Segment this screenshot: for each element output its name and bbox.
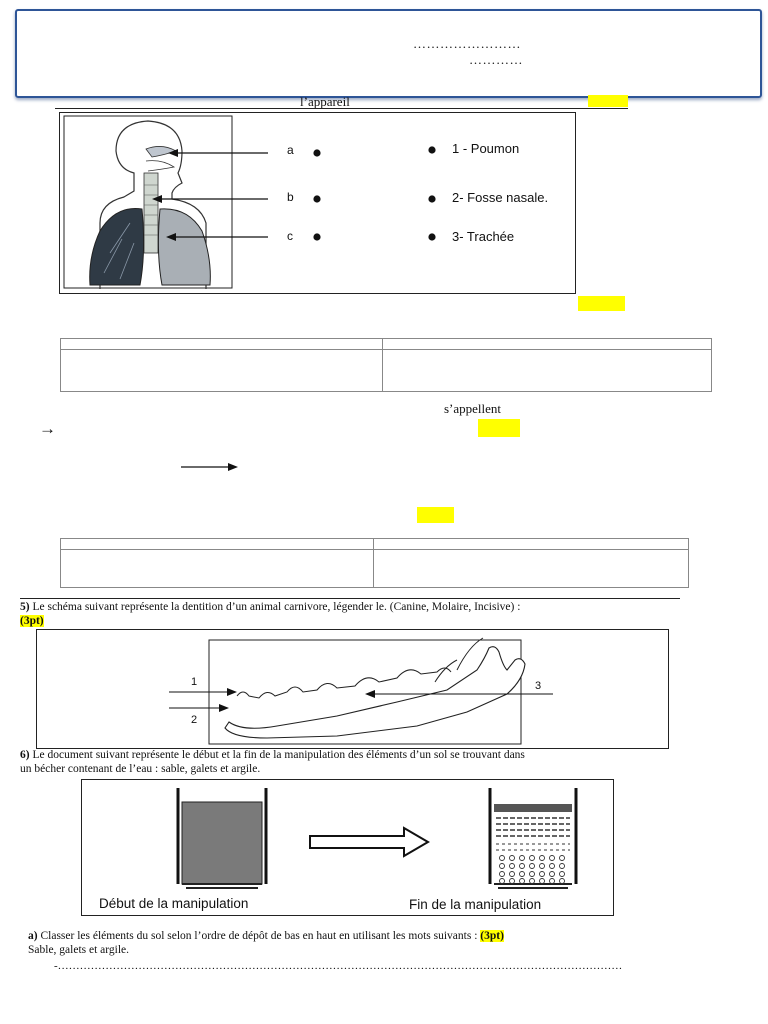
q6-number: 6) <box>20 749 30 761</box>
table2-head-left <box>60 538 374 550</box>
arrow-symbol: → <box>39 419 56 438</box>
q6-text-line2: un bécher contenant de l’eau : sable, ga… <box>20 763 261 775</box>
respiratory-figure: a b c 1 - Poumon 2- Fosse nasale. 3- Tra… <box>59 112 576 294</box>
ramus-lines <box>434 637 484 683</box>
q6a-statement: a) Classer les éléments du sol selon l’o… <box>28 929 748 943</box>
label-b: b <box>287 190 294 204</box>
beaker2-walls <box>488 788 578 884</box>
q5-text: Le schéma suivant représente la dentitio… <box>32 601 521 613</box>
long-arrow <box>181 463 238 471</box>
jaw-label-3: 3 <box>535 680 542 692</box>
table1-cell-right[interactable] <box>382 349 712 392</box>
bullet-left-b <box>313 195 321 203</box>
option-fosse-nasale: 2- Fosse nasale. <box>452 190 549 205</box>
arrow-1-head <box>227 688 237 696</box>
arrow-b-head <box>152 195 162 203</box>
section-rule-2 <box>20 598 680 599</box>
q6a-label: a) <box>28 930 38 942</box>
points-highlight-2 <box>578 296 625 311</box>
beaker1-base <box>182 883 262 889</box>
beaker-diagram <box>176 788 578 889</box>
jaw-label-2: 2 <box>191 714 198 726</box>
points-highlight-3 <box>478 419 520 437</box>
arrow-2-head <box>219 704 229 712</box>
table1-head-right <box>382 338 712 350</box>
table1-cell-left[interactable] <box>60 349 383 392</box>
bullet-right-1 <box>428 146 436 154</box>
q5-number: 5) <box>20 601 30 613</box>
q5-statement: 5) Le schéma suivant représente la denti… <box>20 600 740 614</box>
jaw-outline <box>224 646 526 739</box>
q6a-points: (3pt) <box>480 930 504 942</box>
option-trachee: 3- Trachée <box>452 229 515 244</box>
q5-points-row: (3pt) <box>20 614 44 628</box>
label-c: c <box>287 229 293 243</box>
header-box <box>15 9 762 98</box>
trachea-rings <box>144 184 158 236</box>
clay-layer <box>494 804 572 812</box>
q6a-words: Sable, galets et argile. <box>28 944 130 956</box>
answer-line[interactable]: -………………………………………………………………………………………………………… <box>54 960 622 972</box>
bullet-left-a <box>313 149 321 157</box>
bullet-right-2 <box>428 195 436 203</box>
mouth-shape <box>145 160 176 172</box>
points-highlight-1 <box>588 95 628 107</box>
q5-points: (3pt) <box>20 615 44 627</box>
pebble-layer <box>496 843 570 884</box>
points-highlight-4 <box>417 507 454 523</box>
caption-end: Fin de la manipulation <box>409 897 542 912</box>
sand-layer <box>496 817 570 837</box>
trachea-shape <box>143 172 159 254</box>
appellent-text: s’appellent <box>444 401 502 416</box>
header-dots-2: ………… <box>469 52 523 67</box>
bullet-right-3 <box>428 233 436 241</box>
beaker-figure: Début de la manipulation Fin de la manip… <box>81 779 614 916</box>
table2-head-right <box>373 538 689 550</box>
q6-statement: 6) Le document suivant représente le déb… <box>20 748 740 762</box>
right-lung-shape <box>157 208 211 286</box>
arrow-a-head <box>168 149 178 157</box>
arrow-c-head <box>166 233 176 241</box>
answer-table-2 <box>60 538 689 588</box>
teeth-outline <box>236 667 452 699</box>
table1-head-left <box>60 338 383 350</box>
respiratory-diagram <box>63 115 436 289</box>
jaw-label-1: 1 <box>191 676 198 688</box>
q6a-text: Classer les éléments du sol selon l’ordr… <box>40 930 478 942</box>
table2-cell-left[interactable] <box>60 549 374 588</box>
beaker2-base <box>494 883 572 889</box>
torso-outline <box>99 120 207 289</box>
jaw-diagram <box>169 637 553 745</box>
beaker1-walls <box>176 788 268 884</box>
q6-text-line1: Le document suivant représente le début … <box>32 749 525 761</box>
jaw-figure: 1 2 3 <box>36 629 669 749</box>
answer-table-1 <box>60 338 712 392</box>
caption-start: Début de la manipulation <box>99 896 249 911</box>
option-poumon: 1 - Poumon <box>452 141 520 156</box>
transition-arrow <box>309 826 430 858</box>
beaker1-content <box>181 801 263 885</box>
table2-cell-right[interactable] <box>373 549 689 588</box>
bullet-left-c <box>313 233 321 241</box>
arrow-3-head <box>365 690 375 698</box>
left-lung-shape <box>89 207 145 286</box>
label-a: a <box>287 143 294 157</box>
bronchi-lines <box>103 222 135 280</box>
appareil-text: l’appareil <box>300 94 350 109</box>
header-dots-1: …………………… <box>413 36 521 51</box>
section-rule-1 <box>55 108 628 109</box>
